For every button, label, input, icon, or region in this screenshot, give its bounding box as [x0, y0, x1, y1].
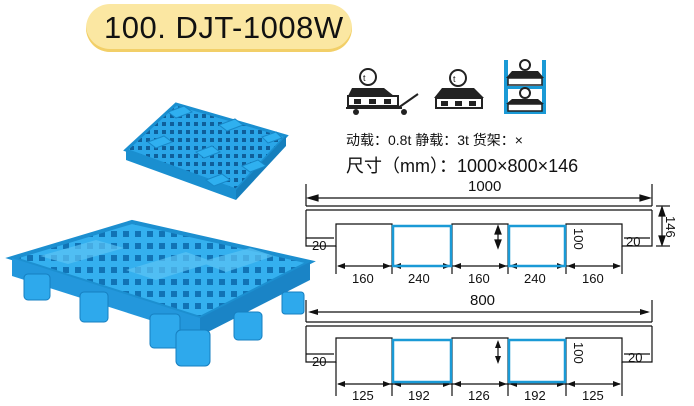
top-seg-4: 240	[524, 271, 546, 286]
bottom-seg-4: 192	[524, 388, 546, 403]
product-title: 100. DJT-1008W	[104, 10, 344, 45]
top-seg-3: 160	[468, 271, 490, 286]
top-seg-5: 160	[582, 271, 604, 286]
top-right-edge-label: 20	[626, 234, 640, 249]
forklift-icon: t	[346, 68, 419, 115]
bottom-seg-5: 125	[582, 388, 604, 403]
static-load-icon: t	[434, 69, 484, 109]
top-seg-2: 240	[408, 271, 430, 286]
top-left-edge-label: 20	[312, 238, 326, 253]
title-banner	[86, 4, 352, 52]
bottom-block-height-label: 100	[571, 342, 586, 364]
svg-text:t: t	[363, 73, 366, 83]
bottom-seg-1: 125	[352, 388, 374, 403]
bottom-seg-3: 126	[468, 388, 490, 403]
bottom-length-label: 800	[470, 292, 495, 309]
top-length-label: 1000	[468, 178, 501, 195]
svg-text:t: t	[453, 74, 456, 84]
rack-icon	[504, 59, 546, 114]
bottom-right-edge-label: 20	[628, 350, 642, 365]
top-seg-1: 160	[352, 271, 374, 286]
bottom-seg-2: 192	[408, 388, 430, 403]
top-block-height-label: 100	[571, 228, 586, 250]
height-label: 146	[663, 216, 678, 238]
load-capacity-text: 动载：0.8t 静载：3t 货架：×	[346, 132, 523, 148]
bottom-left-edge-label: 20	[312, 354, 326, 369]
dimension-text: 尺寸（mm）：1000×800×146	[346, 156, 579, 176]
